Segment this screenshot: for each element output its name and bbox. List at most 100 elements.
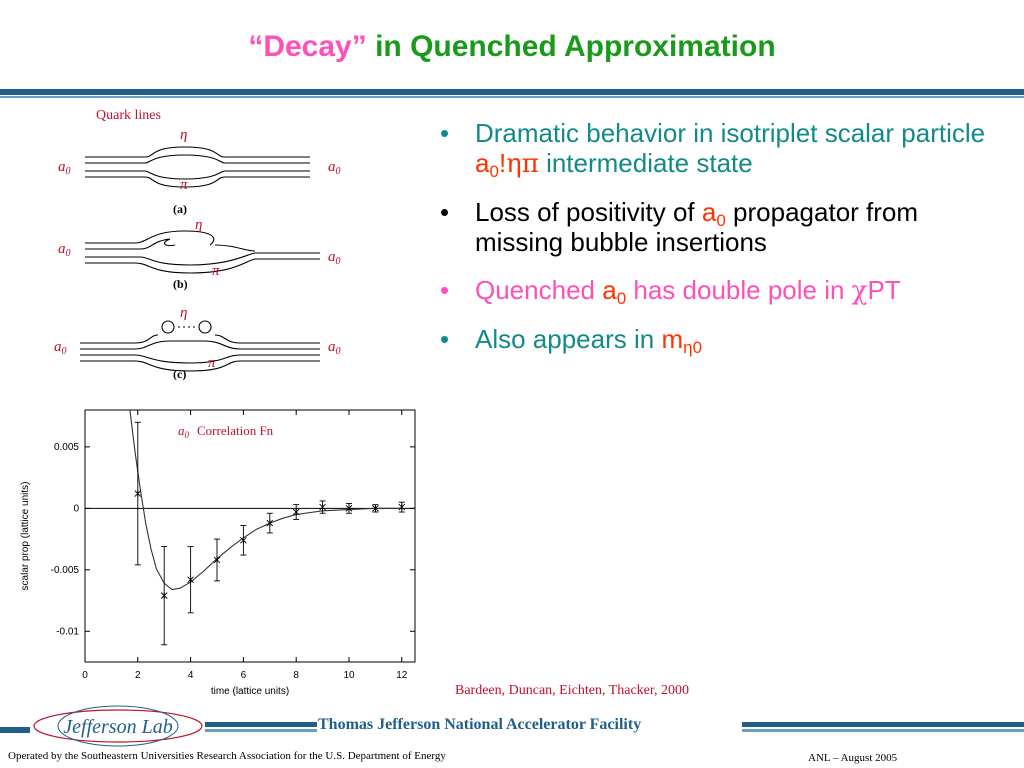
quark-line-diagrams: Quark lines η π a	[40, 105, 360, 385]
diagram-c-inner-bottom	[80, 354, 320, 364]
bullet-text-part: a	[701, 197, 717, 227]
diagram-c-right-a0: a0	[328, 339, 341, 357]
diagram-c-outer-top-right	[214, 334, 320, 344]
x-axis-label: time (lattice units)	[211, 686, 289, 697]
x-tick-label: 2	[135, 670, 141, 681]
bullet-text-part: ηπ	[506, 149, 539, 179]
title-open-quote: “	[248, 30, 264, 63]
bullet-text-part: m	[661, 324, 684, 354]
y-tick-label: 0	[73, 503, 79, 514]
bullet-text-part: intermediate state	[538, 148, 753, 178]
diagram-c-outer-top-left	[80, 334, 159, 344]
diagram-c-caption: (c)	[173, 367, 186, 381]
diagram-a-outer-top	[85, 146, 310, 158]
footer-line-mid-thin	[205, 729, 317, 732]
footer-line-mid	[205, 722, 317, 727]
diagram-c-pi-label: π	[208, 355, 216, 371]
diagram-a-outer-bottom	[85, 176, 310, 188]
data-point	[292, 504, 300, 520]
y-axis-label: scalar prop (lattice units)	[20, 482, 31, 591]
bullet-item: • Also appears in mη0	[440, 324, 1010, 357]
footer-line-right-thin	[742, 729, 1024, 732]
footer-line-left	[0, 727, 30, 733]
bullet-text-part: Dramatic behavior in isotriplet scalar p…	[475, 118, 986, 148]
bullet-dot: •	[440, 275, 450, 305]
data-point	[372, 504, 379, 513]
diagram-b-left-a0: a0	[58, 241, 71, 259]
presentation-date: ANL – August 2005	[808, 752, 898, 764]
x-tick-label: 12	[396, 670, 408, 681]
bullet-item: •Quenched a0 has double pole in χPT	[440, 275, 1010, 307]
diagram-b-outer-top	[85, 230, 215, 246]
x-tick-label: 4	[188, 670, 194, 681]
bullet-list: • Dramatic behavior in isotriplet scalar …	[440, 118, 1010, 372]
bullet-dot: •	[440, 324, 450, 354]
x-tick-label: 6	[241, 670, 247, 681]
diagram-b-inner-bottom	[85, 252, 320, 266]
bullet-item: • Loss of positivity of a0 propagator fro…	[440, 197, 1010, 257]
bullet-text-part: a	[475, 148, 490, 178]
bullet-text-part: η0	[683, 338, 703, 357]
bullet-text-part: Also appears in	[475, 324, 662, 354]
diagram-c-inner-top	[80, 340, 320, 350]
title-close-quote: ”	[351, 30, 367, 63]
data-point	[160, 545, 168, 646]
diagram-c-outer-bottom	[80, 360, 320, 372]
diagram-b-eta-label: η	[195, 217, 202, 233]
bullet-text-part: χ	[851, 276, 868, 306]
data-point	[213, 538, 221, 582]
diagram-b-return	[214, 244, 256, 252]
diagram-c-left-a0: a0	[54, 339, 67, 357]
data-point	[240, 525, 247, 556]
bullet-text-part: PT	[867, 275, 901, 305]
data-point	[187, 545, 194, 614]
x-tick-label: 0	[82, 670, 88, 681]
data-point	[398, 501, 406, 513]
x-tick-label: 8	[293, 670, 299, 681]
citation: Bardeen, Duncan, Eichten, Thacker, 2000	[455, 683, 689, 698]
bullet-text-part: !	[498, 148, 507, 178]
bullet-text-part: has double pole in	[626, 275, 852, 305]
title-rest: in Quenched Approximation	[366, 30, 776, 63]
diagram-c-left-bubble	[161, 320, 175, 334]
diagram-b-outer-bottom	[85, 258, 320, 274]
title-decay-word: Decay	[263, 30, 352, 63]
data-point	[319, 500, 326, 514]
facility-name: Thomas Jefferson National Accelerator Fa…	[318, 716, 642, 733]
svg-text:Jefferson Lab: Jefferson Lab	[63, 716, 172, 738]
diagram-c-right-bubble	[198, 320, 212, 334]
y-tick-label: -0.005	[51, 565, 80, 576]
data-point	[134, 421, 142, 566]
bullet-text-part: Quenched	[475, 275, 603, 305]
diagram-a-left-a0: a0	[58, 159, 71, 177]
y-tick-label: -0.01	[56, 626, 79, 637]
plot-frame	[84, 409, 416, 663]
bullet-dot: •	[440, 118, 450, 148]
diagram-c-eta-label: η	[180, 305, 187, 321]
jefferson-lab-logo: Jefferson Lab	[33, 705, 203, 747]
diagram-a-eta-label: η	[180, 127, 187, 143]
footer-line-right	[742, 722, 1024, 727]
diagram-a-caption: (a)	[173, 202, 187, 216]
diagram-b-inner-top	[85, 238, 176, 250]
bullet-text-part: 0	[716, 211, 726, 230]
quark-line-figure: η π a0 a0 η π a0 a0 η π a0 a0 (a) (b) (c…	[54, 127, 341, 381]
diagram-a-right-a0: a0	[328, 159, 341, 177]
fit-curve	[129, 409, 402, 591]
bullet-text-part: propagator from missing bubble insertion…	[475, 197, 919, 257]
data-point	[266, 512, 274, 534]
diagram-a-inner-top-left	[85, 154, 186, 164]
bullet-dot: •	[440, 197, 450, 227]
bullet-text-part: Loss of positivity of	[475, 197, 702, 227]
bullet-text-part: a	[602, 275, 617, 305]
data-point	[345, 502, 353, 514]
diagram-b-pi-label: π	[212, 263, 220, 279]
diagrams-title: Quark lines	[96, 108, 161, 123]
bullet-text-part: 0	[489, 162, 499, 181]
diagram-a-pi-label: π	[180, 177, 188, 193]
y-tick-label: 0.005	[54, 442, 79, 453]
diagram-a-inner-bottom	[85, 170, 310, 180]
diagram-b-caption: (b)	[173, 277, 188, 291]
